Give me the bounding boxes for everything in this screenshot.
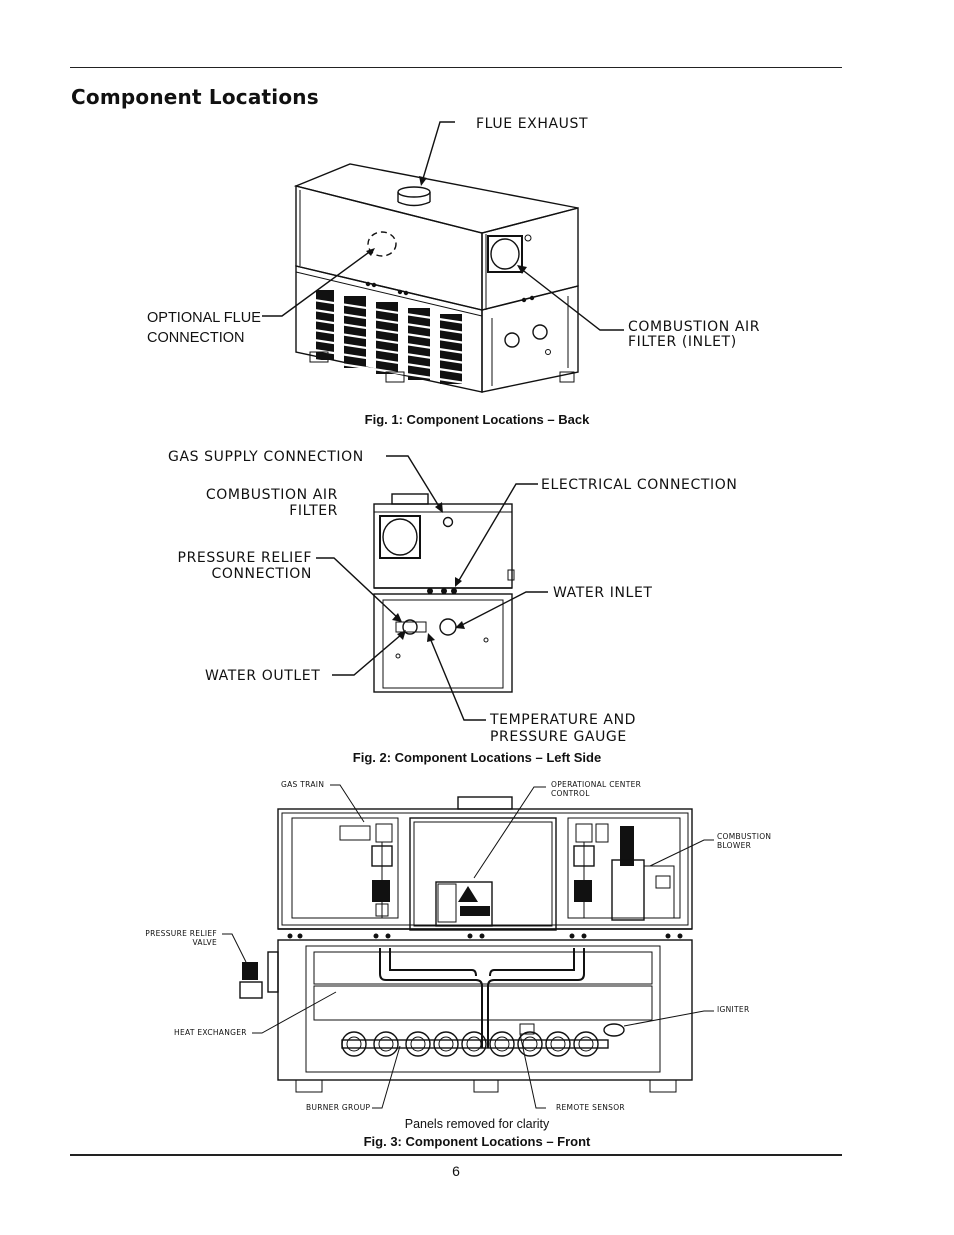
fig1-caption: Fig. 1: Component Locations – Back [364,412,590,427]
fig3-label-op-center: OPERATIONAL CENTER [551,780,641,789]
fig3-label-op-center-2: CONTROL [551,789,590,798]
fig2-label-pressure-relief-2: CONNECTION [211,566,312,582]
fig2-label-water-inlet: WATER INLET [553,585,653,601]
fig1-label-flue-exhaust: FLUE EXHAUST [476,116,588,132]
fig3-label-relief-valve: PRESSURE RELIEF [145,929,217,938]
fig3-label-remote-sensor: REMOTE SENSOR [556,1103,625,1112]
fig3-heater-front-drawing [222,784,714,1109]
fig1-label-combustion-air-2: FILTER (INLET) [628,334,737,350]
fig2-label-filter: FILTER [289,503,338,519]
fig1-label-optional-flue: OPTIONAL FLUE [147,310,261,326]
fig3-label-gas-train: GAS TRAIN [281,780,324,789]
fig2-caption: Fig. 2: Component Locations – Left Side [352,750,602,765]
footer-rule [70,1154,842,1156]
fig2-label-water-outlet: WATER OUTLET [205,668,320,684]
header-rule [70,67,842,68]
fig1-heater-back-drawing [262,121,624,393]
fig3-label-heat-exchanger: HEAT EXCHANGER [174,1028,247,1037]
page-number: 6 [452,1163,460,1179]
fig2-label-pressure-relief: PRESSURE RELIEF [178,550,312,566]
fig2-label-combustion-air: COMBUSTION AIR [206,487,338,503]
fig3-label-blower: COMBUSTION [717,832,771,841]
page-title: Component Locations [71,85,319,109]
fig3-label-blower-2: BLOWER [717,841,751,850]
fig3-label-relief-valve-2: VALVE [192,938,217,947]
fig3-caption: Fig. 3: Component Locations – Front [363,1134,591,1149]
fig3-label-igniter: IGNITER [717,1005,749,1014]
fig3-label-burner-group: BURNER GROUP [306,1103,371,1112]
fig2-label-temp-gauge-2: PRESSURE GAUGE [490,729,627,745]
fig2-label-electrical: ELECTRICAL CONNECTION [541,477,737,493]
fig2-heater-left-side-drawing [316,455,548,721]
fig1-label-combustion-air: COMBUSTION AIR [628,319,760,335]
fig3-note: Panels removed for clarity [404,1117,550,1131]
fig2-label-temp-gauge: TEMPERATURE AND [489,712,636,728]
fig1-label-optional-flue-2: CONNECTION [147,330,244,346]
fig2-label-gas-supply: GAS SUPPLY CONNECTION [168,449,364,465]
